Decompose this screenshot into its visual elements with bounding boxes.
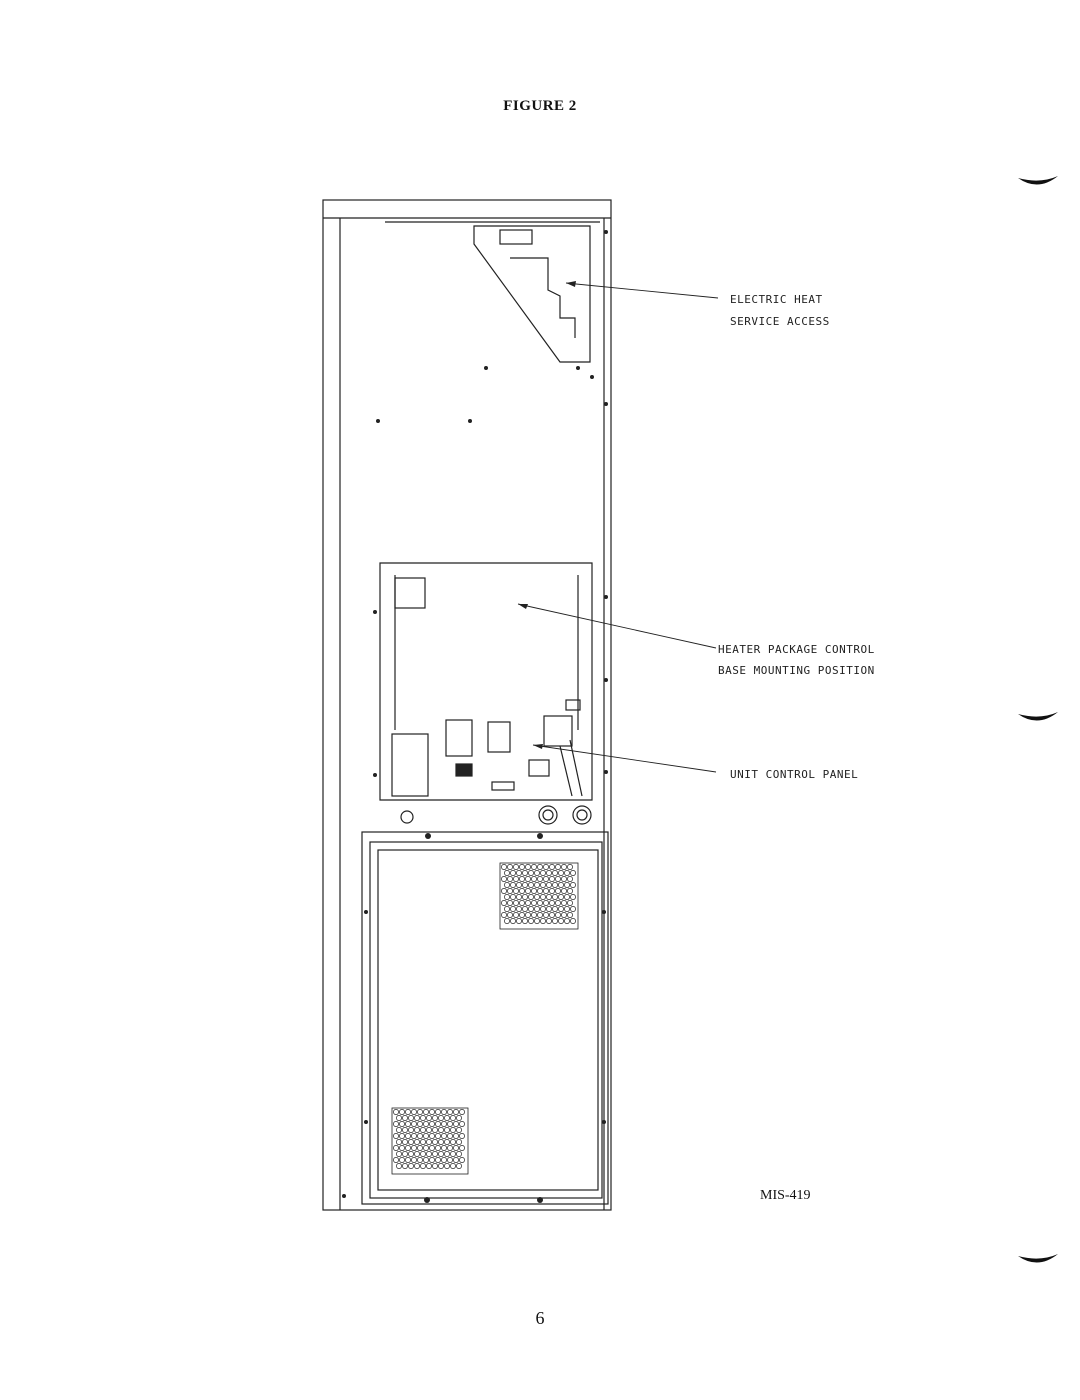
figure-title: FIGURE 2: [503, 98, 577, 114]
binder-hole-mark: [1018, 1254, 1058, 1263]
cabinet-outline: [322, 199, 612, 1211]
binder-hole-mark: [1018, 176, 1058, 185]
unit-control-label: UNIT CONTROL PANEL: [730, 768, 858, 781]
heater-package-leader: [517, 603, 717, 649]
control-block: [394, 577, 426, 609]
heater-package-label-line2: BASE MOUNTING POSITION: [718, 664, 875, 677]
page-number: 6: [535, 1308, 545, 1328]
lower-grille: [391, 1107, 469, 1175]
lower-access-panel: [361, 831, 609, 1205]
electric-heat-leader: [565, 282, 719, 299]
heater-package-label-line1: HEATER PACKAGE CONTROL: [718, 643, 875, 656]
drawing-id: MIS-419: [760, 1188, 811, 1203]
binder-hole-mark: [1018, 712, 1058, 721]
electric-heat-label-line1: ELECTRIC HEAT: [730, 293, 823, 306]
electric-heat-access-panel: [473, 225, 591, 363]
unit-control-leader: [532, 744, 717, 773]
heater-package-base: [379, 562, 593, 801]
upper-grille: [499, 862, 579, 930]
electric-heat-label-line2: SERVICE ACCESS: [730, 315, 830, 328]
